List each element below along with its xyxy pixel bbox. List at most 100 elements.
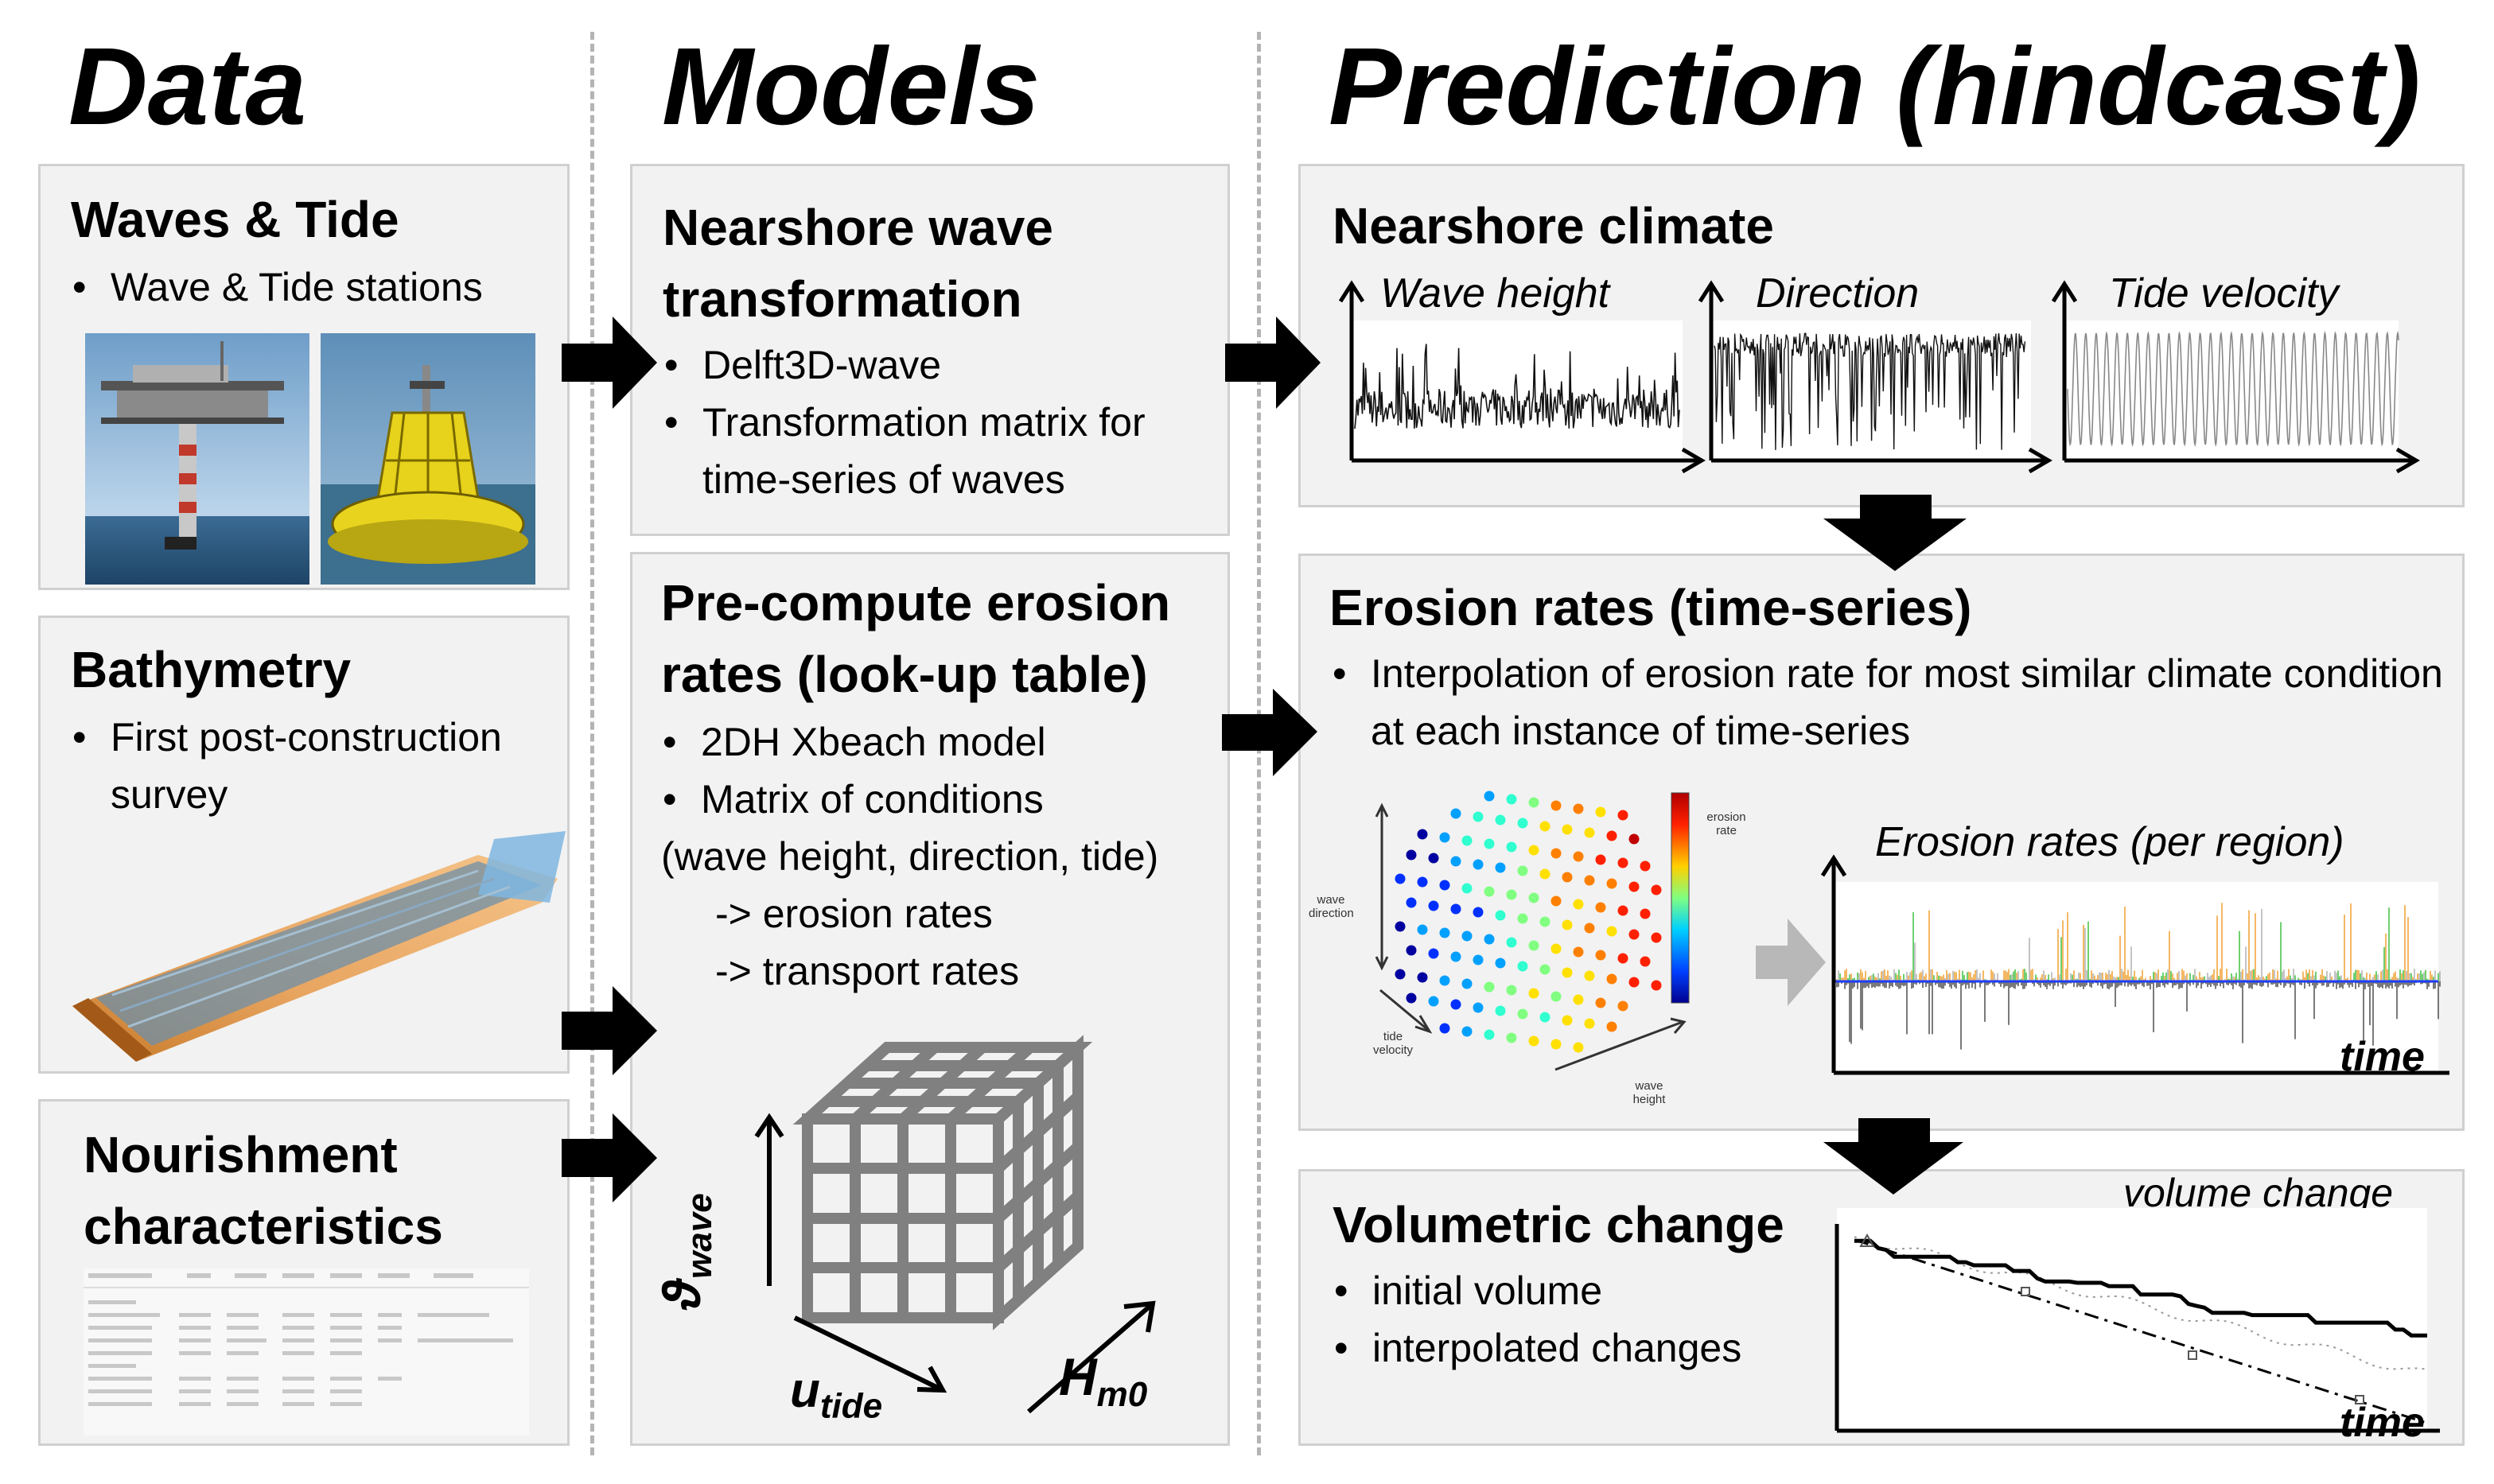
axis-arrow-height bbox=[1027, 1300, 1156, 1414]
scatter-dot bbox=[1506, 889, 1517, 900]
panel-waves-tide: Waves & Tide Wave & Tide stations bbox=[38, 164, 570, 590]
volume-x-label: time bbox=[2340, 1400, 2425, 1446]
scatter-dot bbox=[1539, 821, 1550, 832]
scatter-dot bbox=[1461, 978, 1473, 989]
panel-nearshore-climate: Nearshore climate Wave height Direction … bbox=[1298, 164, 2465, 507]
scatter-dot bbox=[1573, 851, 1584, 862]
scatter-dot bbox=[1417, 924, 1428, 935]
scatter-dot bbox=[1528, 940, 1539, 951]
column-title-data: Data bbox=[68, 25, 307, 148]
scatter-dot bbox=[1428, 948, 1439, 959]
bathymetry-surface bbox=[72, 831, 566, 1062]
scatter-dot bbox=[1439, 975, 1450, 986]
scatter-dot bbox=[1528, 988, 1539, 999]
scatter-dot bbox=[1495, 862, 1506, 873]
scatter-dot bbox=[1584, 1018, 1595, 1029]
scatter-dot bbox=[1417, 829, 1428, 840]
scatter-dot bbox=[1506, 794, 1517, 805]
scatter-dot bbox=[1450, 951, 1461, 962]
scatter-dot bbox=[1406, 897, 1417, 908]
scatter-dot bbox=[1628, 881, 1640, 892]
scatter-dot bbox=[1595, 997, 1606, 1008]
scatter-dot bbox=[1517, 865, 1528, 876]
scatter-dot bbox=[1539, 868, 1550, 880]
volume-main-line bbox=[1854, 1238, 2427, 1338]
panel-nourishment: Nourishment characteristics bbox=[38, 1099, 570, 1446]
bullet-item: initial volume bbox=[1333, 1262, 1778, 1319]
scatter-dot bbox=[1495, 958, 1506, 969]
axis-arrow-tide bbox=[793, 1315, 947, 1393]
scatter-dot bbox=[1550, 848, 1562, 859]
bullet-item: Interpolation of erosion rate for most s… bbox=[1331, 645, 2445, 759]
panel-title: Nourishment bbox=[84, 1126, 398, 1183]
scatter-dot bbox=[1473, 954, 1484, 965]
scatter-dot bbox=[1562, 967, 1573, 978]
scatter-dot bbox=[1506, 1032, 1517, 1043]
scatter-dot bbox=[1562, 824, 1573, 835]
scatter-dot bbox=[1450, 903, 1461, 915]
axis-arrow-wave bbox=[754, 1113, 784, 1286]
scatter-dot bbox=[1517, 1008, 1528, 1020]
tide-velocity-series bbox=[2067, 330, 2399, 448]
scatter-dot bbox=[1562, 919, 1573, 930]
scatter-dot bbox=[1484, 1029, 1495, 1040]
scatter-dot bbox=[1473, 859, 1484, 870]
scatter-dot bbox=[1439, 832, 1450, 843]
scatter-dot bbox=[1651, 932, 1662, 943]
volume-dashdot-line bbox=[1854, 1238, 2428, 1424]
bullet-item: interpolated changes bbox=[1333, 1319, 1778, 1377]
scatter-dot bbox=[1573, 994, 1584, 1005]
bullet-item: Wave & Tide stations bbox=[71, 258, 564, 316]
scatter-dot bbox=[1651, 884, 1662, 895]
scatter-dot bbox=[1550, 895, 1562, 907]
erosion-chart-title: Erosion rates (per region) bbox=[1875, 819, 2344, 865]
nourishment-table-image bbox=[84, 1268, 529, 1435]
scatter-dot bbox=[1617, 953, 1628, 964]
scatter-dot bbox=[1450, 856, 1461, 867]
scatter-dot bbox=[1550, 800, 1562, 811]
label-wave-direction: wave direction bbox=[1309, 893, 1354, 920]
scatter-dot bbox=[1539, 1012, 1550, 1023]
platform-photo bbox=[85, 333, 309, 585]
scatter-dot bbox=[1617, 810, 1628, 821]
tide-line bbox=[2067, 330, 2399, 448]
scatter-dot bbox=[1506, 937, 1517, 948]
scatter-dot bbox=[1584, 827, 1595, 838]
scatter-dot bbox=[1484, 981, 1495, 993]
scatter-dot bbox=[1595, 854, 1606, 865]
scatter-dot bbox=[1550, 1039, 1562, 1050]
panel-wave-transformation: Nearshore wave transformation Delft3D-wa… bbox=[630, 164, 1230, 536]
chart-label-wave-height: Wave height bbox=[1380, 270, 1610, 317]
scatter-dot bbox=[1550, 991, 1562, 1002]
panel-volumetric-change: Volumetric change initial volume interpo… bbox=[1298, 1169, 2465, 1446]
scatter-dot bbox=[1495, 1005, 1506, 1016]
scatter-dot bbox=[1640, 956, 1651, 967]
chart-label-direction: Direction bbox=[1756, 270, 1920, 317]
scatter-dot bbox=[1428, 996, 1439, 1007]
scatter-dot bbox=[1584, 970, 1595, 981]
chart-label-tide-velocity: Tide velocity bbox=[2109, 270, 2339, 317]
scatter-dot bbox=[1562, 872, 1573, 883]
scatter-dot bbox=[1584, 923, 1595, 934]
bullet-item: First post-construction survey bbox=[71, 709, 564, 823]
scatter-dot bbox=[1584, 875, 1595, 886]
scatter-dot bbox=[1484, 838, 1495, 849]
scatter-dot bbox=[1495, 814, 1506, 826]
scatter-dot bbox=[1461, 930, 1473, 942]
scatter-dot bbox=[1395, 873, 1406, 884]
bullet-item: Transformation matrix for time-series of… bbox=[663, 394, 1220, 508]
scatter-dot bbox=[1539, 964, 1550, 975]
wave-height-series bbox=[1354, 344, 1680, 429]
direction-line bbox=[1714, 332, 2026, 450]
column-title-prediction: Prediction (hindcast) bbox=[1329, 25, 2421, 148]
scatter-dot bbox=[1484, 934, 1495, 945]
scatter-points bbox=[1395, 791, 1662, 1053]
scatter-dot bbox=[1406, 849, 1417, 860]
panel-title: Nearshore climate bbox=[1333, 197, 1774, 254]
axis-label-tide: utide bbox=[790, 1363, 883, 1426]
scatter-dot bbox=[1539, 916, 1550, 927]
bullet-list: First post-construction survey bbox=[71, 709, 564, 823]
scatter-dot bbox=[1651, 980, 1662, 991]
axis-label-height: Hm0 bbox=[1059, 1347, 1148, 1415]
nearshore-climate-charts bbox=[1338, 280, 2420, 474]
